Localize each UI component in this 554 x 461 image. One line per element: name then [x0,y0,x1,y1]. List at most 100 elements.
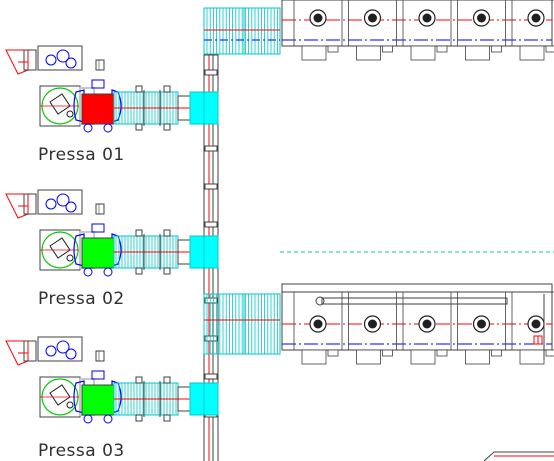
conveyor-sensor-bottom [135,414,143,422]
die-bore-3 [65,348,77,360]
line-pivot [315,296,325,306]
die-bore-2 [56,340,70,354]
conveyor-sensor-bottom-2 [163,414,171,422]
fixture-clamp [91,79,105,89]
station-base [301,349,327,365]
station-hub [368,319,377,329]
fixture-roller-1 [83,414,93,424]
ejector-icon [5,49,37,75]
conveyor-sensor-top-2 [163,376,171,384]
die-bore-2 [56,193,70,207]
ejector-body [23,193,37,215]
press-label-01: Pressa 01 [38,145,125,165]
robot-joint [66,254,74,262]
conveyor-sensor-top [135,376,143,384]
machining-station-icon [293,291,343,365]
ejector-icon [5,193,37,219]
press-cell-02 [5,189,219,277]
press-status-block [81,384,115,416]
conveyor-sensor-bottom [135,267,143,275]
press-body [39,229,81,271]
press-tag [95,350,105,362]
robot-icon [40,378,80,416]
station-base [519,45,545,61]
outfeed-conveyor [113,376,206,422]
station-base [356,45,381,61]
die-plate [37,336,83,362]
trunk-roller [204,221,218,228]
press-label-02: Pressa 02 [38,289,125,309]
station-foot [545,45,554,53]
press-cell-01 [5,45,219,133]
station-hub [422,319,432,329]
fixture-roller-1 [83,267,93,277]
machining-station-icon [402,291,452,365]
trunk-roller [204,183,218,190]
station-foot [491,349,502,357]
station-hub [531,319,541,329]
conveyor-sensor-bottom-2 [163,267,171,275]
station-hub [422,13,432,23]
misc-geometry [280,251,554,461]
fixture-clamp [91,370,105,380]
station-hub [477,13,486,23]
station-foot [382,45,393,53]
station-foot [436,45,448,53]
press-tag [95,203,105,215]
fixture-roller-2 [103,267,113,277]
station-base [301,45,327,61]
corner-outline [483,451,554,461]
station-hub [368,13,377,23]
trunk-roller [204,145,218,152]
press-status-block [81,93,115,125]
conveyor-sensor-bottom [135,123,143,131]
conveyor-sensor-top-2 [163,85,171,93]
die-set-icon [37,189,83,215]
station-base [356,349,381,365]
fixture-roller-2 [103,414,113,424]
press-tag [95,59,105,71]
station-foot [327,349,339,357]
fixture-clamp [91,223,105,233]
line-top-rail [281,283,553,293]
press-cells [5,45,219,424]
trunk-roller [204,373,218,380]
machining-station-icon [511,0,554,61]
upper-feed-band [203,7,281,55]
machining-station-icon [511,291,554,365]
station-hub [531,13,541,23]
lower-feed-section [243,293,281,355]
press-body [39,85,81,127]
fixture-roller-2 [103,123,113,133]
conveyor-sensor-top-2 [163,229,171,237]
die-plate [37,45,83,71]
conveyor-sensor-top [135,85,143,93]
station-foot [382,349,393,357]
station-hub [313,319,323,329]
machining-lines [281,0,554,365]
station-hub [477,319,486,329]
die-set-icon [37,45,83,71]
station-base [519,349,545,365]
machining-station-icon [293,0,343,61]
die-bore-1 [45,198,57,210]
machining-line-1 [281,0,554,61]
die-plate [37,189,83,215]
machining-line-2 [281,283,554,365]
line-guide [321,297,508,305]
station-foot [327,45,339,53]
conveyor-sensor-top [135,229,143,237]
machining-station-icon [402,0,452,61]
station-hub [313,13,323,23]
press-label-03: Pressa 03 [38,441,125,461]
die-bore-2 [56,49,70,63]
conveyor-sensor-bottom-2 [163,123,171,131]
ejector-body [23,49,37,71]
ejector-icon [5,340,37,366]
die-bore-1 [45,345,57,357]
robot-icon [40,231,80,269]
machining-station-icon [457,0,506,61]
robot-icon [40,87,80,125]
fixture-roller-1 [83,123,93,133]
